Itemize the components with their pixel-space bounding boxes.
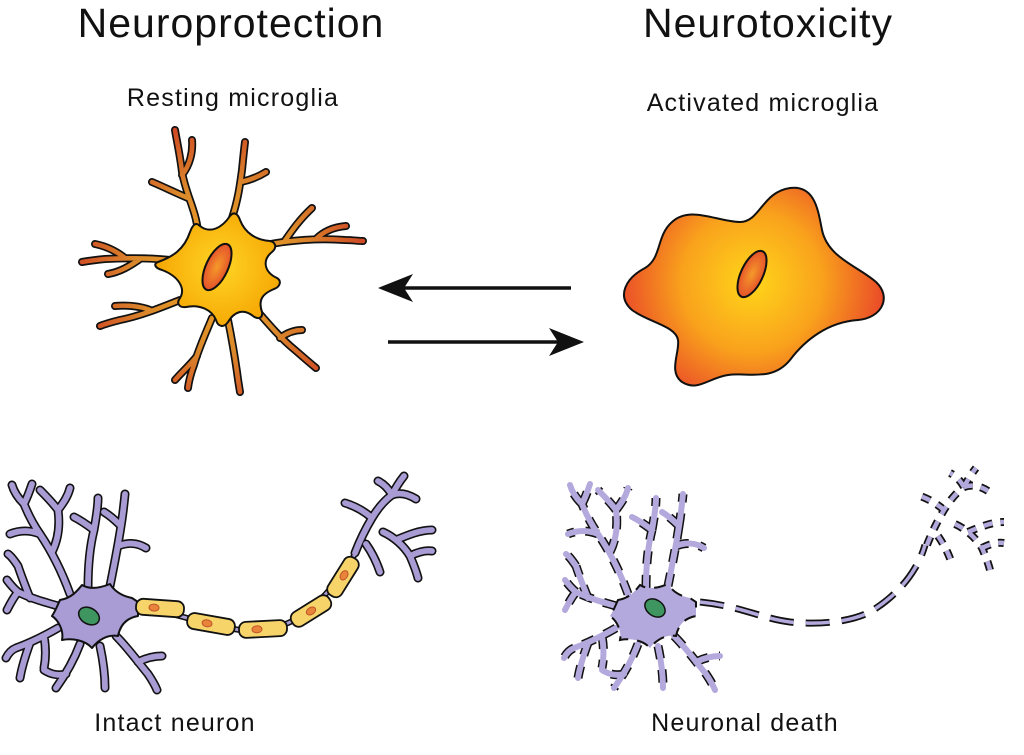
activated-microglia-cell xyxy=(623,186,885,387)
myelin-segment xyxy=(135,597,185,619)
myelin-segment xyxy=(186,612,236,636)
activated-microglia-label: Activated microglia xyxy=(647,89,880,117)
resting-microglia-cell xyxy=(82,130,363,392)
dying-neuron-nucleus xyxy=(644,598,666,618)
arrow-to-activated xyxy=(388,328,584,356)
resting-microglia-nucleus xyxy=(201,242,233,292)
dying-neuron-axon xyxy=(699,544,927,625)
myelin-segment xyxy=(326,555,360,599)
intact-neuron-label: Intact neuron xyxy=(94,709,256,737)
intact-neuron-axon xyxy=(132,549,359,632)
neuronal-death-label: Neuronal death xyxy=(651,709,839,737)
myelin-segment xyxy=(289,594,333,628)
intact-neuron-nucleus xyxy=(77,606,101,626)
myelin-segment xyxy=(238,619,288,639)
resting-microglia-label: Resting microglia xyxy=(127,84,339,112)
arrow-to-resting xyxy=(378,274,571,302)
neurotoxicity-title: Neurotoxicity xyxy=(643,0,893,46)
dying-neuron-terminal xyxy=(917,468,1004,570)
arrowhead-right-icon xyxy=(549,328,584,356)
myelin-sheath xyxy=(135,555,360,639)
intact-neuron-axon-outline xyxy=(131,548,360,634)
neuroprotection-title: Neuroprotection xyxy=(78,0,385,46)
arrowhead-left-icon xyxy=(378,274,413,302)
activated-microglia-nucleus xyxy=(736,249,768,299)
intact-neuron xyxy=(6,476,432,690)
dying-neuron xyxy=(564,468,1004,690)
dying-neuron-axon-fragments xyxy=(699,544,929,627)
